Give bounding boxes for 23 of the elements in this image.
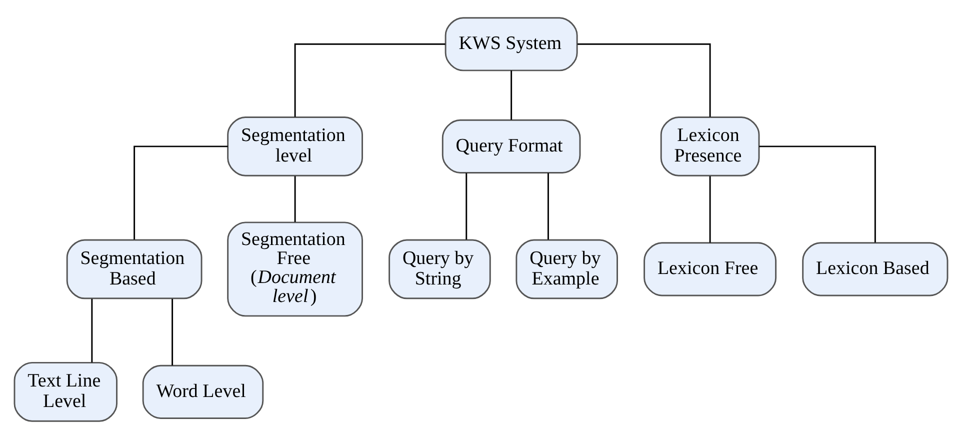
connector — [510, 70, 512, 120]
node-box: KWS System — [444, 16, 578, 71]
connector — [91, 298, 93, 362]
node-box: Query by Example — [516, 238, 618, 299]
node-box: Segmentation Based — [66, 238, 202, 299]
node-box: Query Format — [442, 118, 581, 173]
node-box: Text Line Level — [14, 361, 118, 422]
node-box: Query by String — [388, 238, 491, 299]
connector — [759, 145, 876, 242]
connector — [548, 172, 549, 240]
connector — [134, 145, 228, 239]
connector — [172, 298, 174, 365]
node-box: Word Level — [142, 364, 264, 418]
node-box: Lexicon Based — [802, 242, 948, 296]
connector — [294, 42, 446, 116]
connector — [294, 176, 296, 222]
node-box: Segmentation Free (Document level) — [227, 221, 363, 316]
connector — [578, 42, 711, 116]
node-box: Segmentation level — [227, 116, 363, 176]
connector — [709, 176, 711, 242]
connector — [466, 172, 468, 240]
node-box: Lexicon Presence — [660, 116, 760, 176]
node-box: Lexicon Free — [644, 242, 777, 296]
